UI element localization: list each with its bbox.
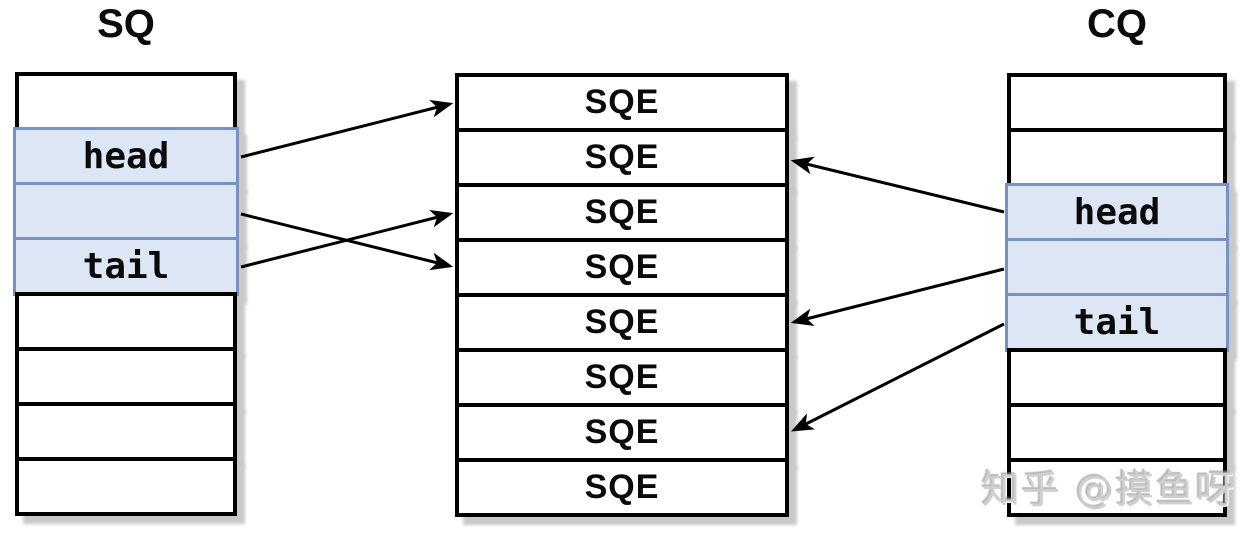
sqe-row-7-sqe: SQE	[455, 458, 789, 517]
sq-row-2	[13, 182, 239, 241]
watermark: 知乎 @摸鱼呀	[982, 468, 1237, 512]
cq-title: CQ	[1087, 2, 1147, 46]
arrow-cq-tail-to-sqe-row-6	[790, 322, 1005, 432]
sq-row-1-head: head	[13, 127, 239, 186]
sq-row-0	[15, 72, 237, 131]
sq-title: SQ	[97, 2, 155, 46]
sq-row-7	[15, 457, 237, 516]
cq-row-5	[1007, 348, 1227, 407]
sq-row-6	[15, 402, 237, 461]
arrow-sq-slot-2-to-sqe-row-3	[240, 212, 454, 271]
arrow-cq-head-to-sqe-row-1	[790, 156, 1005, 214]
cq-row-6	[1007, 403, 1227, 462]
cq-row-7	[1007, 458, 1227, 517]
cq-row-0	[1007, 73, 1227, 132]
cq-row-4-tail: tail	[1005, 293, 1229, 352]
sq-row-3-tail: tail	[13, 237, 239, 296]
sqe-row-2-sqe: SQE	[455, 183, 789, 242]
arrow-sq-tail-to-sqe-row-2	[240, 209, 454, 269]
arrow-sq-head-to-sqe-row-0	[240, 99, 454, 159]
sqe-row-1-sqe: SQE	[455, 128, 789, 187]
sq-row-5	[15, 347, 237, 406]
arrow-cq-slot-3-to-sqe-row-4	[790, 267, 1005, 327]
sqe-row-0-sqe: SQE	[455, 73, 789, 132]
cq-queue-table: head tail	[1005, 73, 1229, 517]
sq-queue-table: head tail	[13, 72, 239, 516]
sq-row-4	[15, 292, 237, 351]
sqe-row-3-sqe: SQE	[455, 238, 789, 297]
sqe-row-4-sqe: SQE	[455, 293, 789, 352]
cq-row-1	[1007, 128, 1227, 187]
sqe-row-5-sqe: SQE	[455, 348, 789, 407]
cq-row-2-head: head	[1005, 183, 1229, 242]
sqe-row-6-sqe: SQE	[455, 403, 789, 462]
cq-row-3	[1005, 238, 1229, 297]
